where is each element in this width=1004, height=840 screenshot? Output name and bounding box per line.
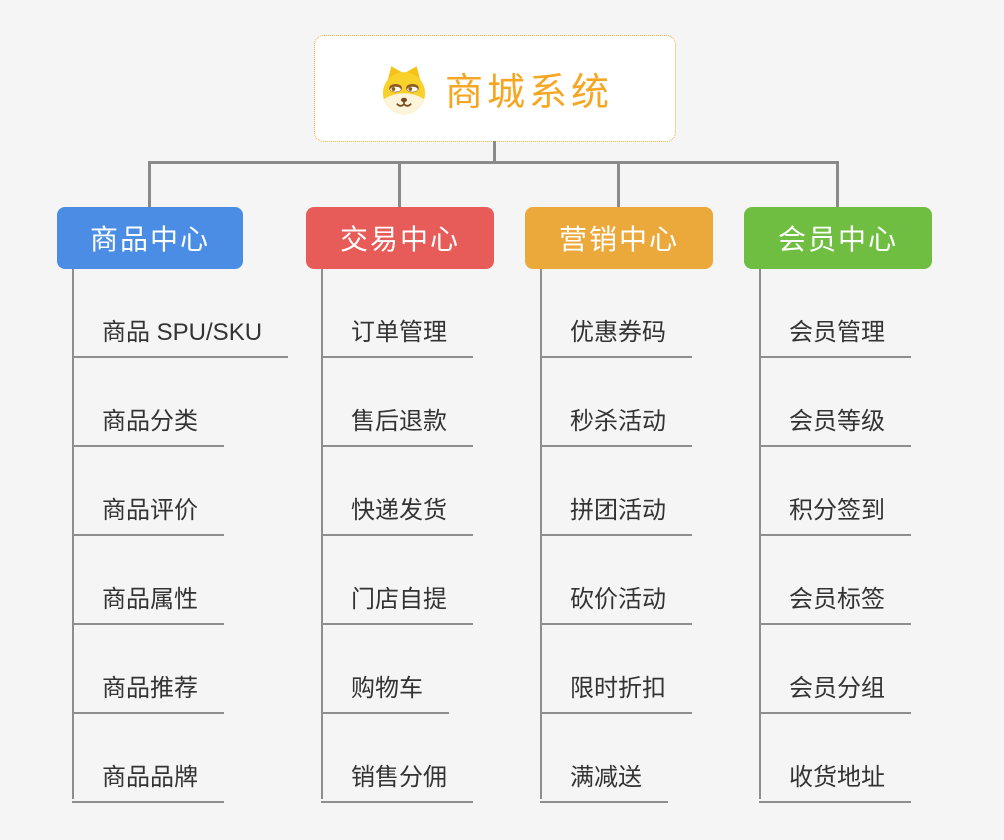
leaf-node: 优惠券码 [540,269,692,358]
leaf-node-label[interactable]: 收货地址 [759,757,911,803]
leaf-node: 拼团活动 [540,447,692,536]
leaf-node-label[interactable]: 限时折扣 [540,668,692,714]
connector-drop-2 [398,161,401,207]
leaf-node: 收货地址 [759,714,911,803]
leaf-node-label[interactable]: 优惠券码 [540,312,692,358]
root-title: 商城系统 [444,72,613,114]
leaf-node-label[interactable]: 积分签到 [759,490,911,536]
connector-drop-4 [836,161,839,207]
leaf-node: 会员等级 [759,358,911,447]
leaf-column-product: 商品 SPU/SKU 商品分类 商品评价 商品属性 商品推荐 商品品牌 [72,269,289,803]
leaf-node-label[interactable]: 快递发货 [321,490,473,536]
leaf-node: 商品推荐 [72,625,224,714]
leaf-column-marketing: 优惠券码 秒杀活动 拼团活动 砍价活动 限时折扣 满减送 [540,269,692,803]
leaf-node-label[interactable]: 购物车 [321,668,449,714]
leaf-node-label[interactable]: 商品属性 [72,579,224,625]
leaf-node-label[interactable]: 会员管理 [759,312,911,358]
leaf-node: 订单管理 [321,269,473,358]
leaf-node: 门店自提 [321,536,473,625]
leaf-node: 会员分组 [759,625,911,714]
branch-node-member-center[interactable]: 会员中心 [744,207,932,269]
leaf-node-label[interactable]: 砍价活动 [540,579,692,625]
leaf-node-label[interactable]: 商品品牌 [72,757,224,803]
leaf-node: 砍价活动 [540,536,692,625]
leaf-node-label[interactable]: 会员分组 [759,668,911,714]
leaf-node: 商品评价 [72,447,224,536]
connector-horizontal [148,161,839,164]
leaf-node: 会员管理 [759,269,911,358]
leaf-node: 秒杀活动 [540,358,692,447]
leaf-node-label[interactable]: 商品分类 [72,401,224,447]
leaf-node-label[interactable]: 商品评价 [72,490,224,536]
leaf-node: 销售分佣 [321,714,473,803]
leaf-node-label[interactable]: 满减送 [540,757,668,803]
leaf-node-label[interactable]: 秒杀活动 [540,401,692,447]
leaf-node-label[interactable]: 售后退款 [321,401,473,447]
leaf-node-label[interactable]: 商品推荐 [72,668,224,714]
connector-spine [72,269,74,799]
root-node[interactable]: 商城系统 [314,35,676,142]
connector-spine [759,269,761,799]
leaf-column-trade: 订单管理 售后退款 快递发货 门店自提 购物车 销售分佣 [321,269,473,803]
leaf-node-label[interactable]: 门店自提 [321,579,473,625]
shiba-dog-icon [382,65,426,114]
leaf-node-label[interactable]: 会员等级 [759,401,911,447]
leaf-node: 会员标签 [759,536,911,625]
branch-node-trade-center[interactable]: 交易中心 [306,207,494,269]
leaf-node: 商品属性 [72,536,224,625]
leaf-node: 快递发货 [321,447,473,536]
leaf-node-label[interactable]: 订单管理 [321,312,473,358]
leaf-node: 满减送 [540,714,668,803]
leaf-column-member: 会员管理 会员等级 积分签到 会员标签 会员分组 收货地址 [759,269,911,803]
leaf-node: 商品品牌 [72,714,224,803]
leaf-node: 商品 SPU/SKU [72,269,289,358]
leaf-node: 商品分类 [72,358,224,447]
branch-node-product-center[interactable]: 商品中心 [57,207,243,269]
leaf-node: 限时折扣 [540,625,692,714]
leaf-node-label[interactable]: 商品 SPU/SKU [72,312,289,358]
leaf-node: 购物车 [321,625,449,714]
leaf-node-label[interactable]: 销售分佣 [321,757,473,803]
branch-node-marketing-center[interactable]: 营销中心 [525,207,713,269]
leaf-node: 积分签到 [759,447,911,536]
connector-drop-3 [617,161,620,207]
leaf-node: 售后退款 [321,358,473,447]
leaf-node-label[interactable]: 会员标签 [759,579,911,625]
connector-drop-1 [148,161,151,207]
leaf-node-label[interactable]: 拼团活动 [540,490,692,536]
connector-root-stub [493,141,496,163]
connector-spine [540,269,542,799]
connector-spine [321,269,323,799]
